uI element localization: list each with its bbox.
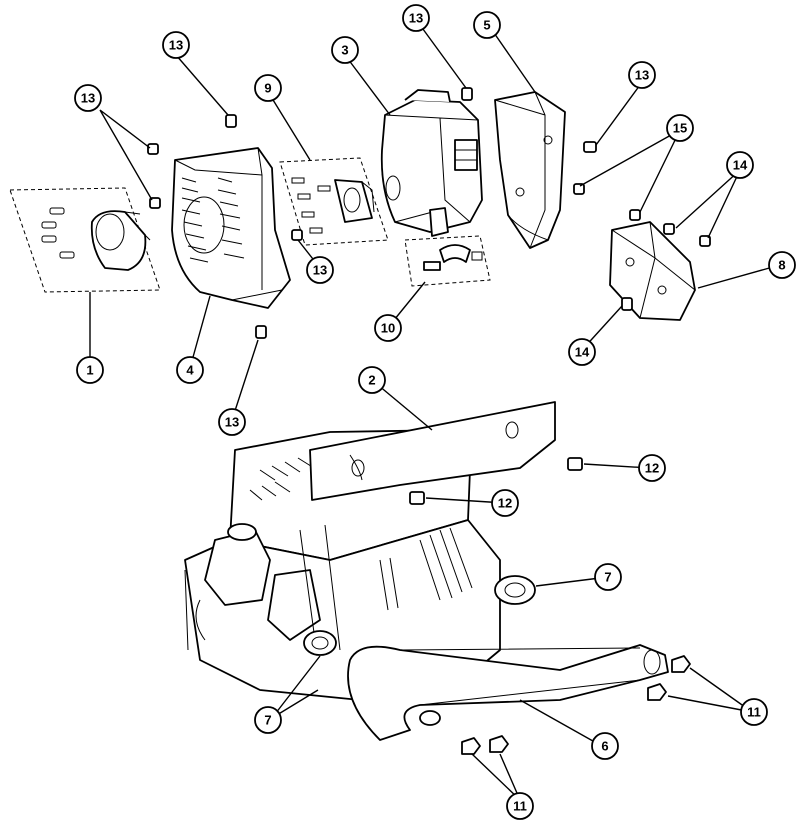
callout-13-right: 13 [628,61,656,89]
callout-11-bottom: 11 [506,792,534,820]
callout-14-bottom: 14 [568,338,596,366]
callout-14-top: 14 [726,151,754,179]
svg-text:15: 15 [673,121,687,136]
callout-1: 1 [76,356,104,384]
part-muffler-body [380,89,483,237]
svg-text:13: 13 [409,11,423,26]
callout-12-right: 12 [638,454,666,482]
part-heat-shield [494,91,566,249]
callout-5: 5 [473,11,501,39]
svg-text:11: 11 [513,799,527,814]
callout-13-left: 13 [74,84,102,112]
small-bolts [147,87,711,339]
svg-text:1: 1 [86,363,93,378]
svg-text:8: 8 [778,258,785,273]
callout-3: 3 [331,36,359,64]
nuts-11 [461,655,691,755]
part-gasket-plate-group [279,157,389,246]
part-mounting-bracket [609,221,696,321]
callout-2: 2 [358,366,386,394]
svg-text:13: 13 [169,38,183,53]
svg-text:13: 13 [635,68,649,83]
svg-text:13: 13 [225,415,239,430]
callout-4: 4 [176,356,204,384]
callout-7-right: 7 [594,563,622,591]
part-heat-deflector-bar [309,401,556,501]
svg-text:12: 12 [498,496,512,511]
svg-text:6: 6 [601,739,608,754]
callout-15: 15 [666,114,694,142]
callout-10: 10 [374,314,402,342]
callouts: 1 2 3 4 5 6 7 7 [74,4,796,820]
svg-text:7: 7 [604,570,611,585]
callout-8: 8 [768,251,796,279]
part-exhaust-pipe [347,644,669,741]
svg-text:13: 13 [81,91,95,106]
svg-text:14: 14 [575,345,590,360]
callout-7-left: 7 [254,706,282,734]
svg-text:4: 4 [186,363,194,378]
part-spark-arrester-group [9,187,161,293]
svg-text:2: 2 [368,373,375,388]
callout-9: 9 [254,74,282,102]
part-gasket-right [494,575,536,605]
svg-text:7: 7 [264,713,271,728]
callout-11-right: 11 [740,698,768,726]
svg-text:12: 12 [645,461,659,476]
svg-text:13: 13 [313,263,327,278]
callout-13-top-mid: 13 [402,4,430,32]
callout-6: 6 [591,732,619,760]
part-clamp-group [404,235,491,287]
callout-13-mid: 13 [306,256,334,284]
callout-12-mid: 12 [491,489,519,517]
svg-text:9: 9 [264,81,271,96]
svg-text:3: 3 [341,43,348,58]
svg-text:14: 14 [733,158,748,173]
callout-13-top: 13 [162,31,190,59]
svg-text:5: 5 [483,18,490,33]
part-muffler-cover [171,147,291,309]
callout-13-bottom: 13 [218,408,246,436]
svg-text:10: 10 [381,321,395,336]
bolts-12 [409,457,583,505]
svg-text:11: 11 [747,705,761,720]
